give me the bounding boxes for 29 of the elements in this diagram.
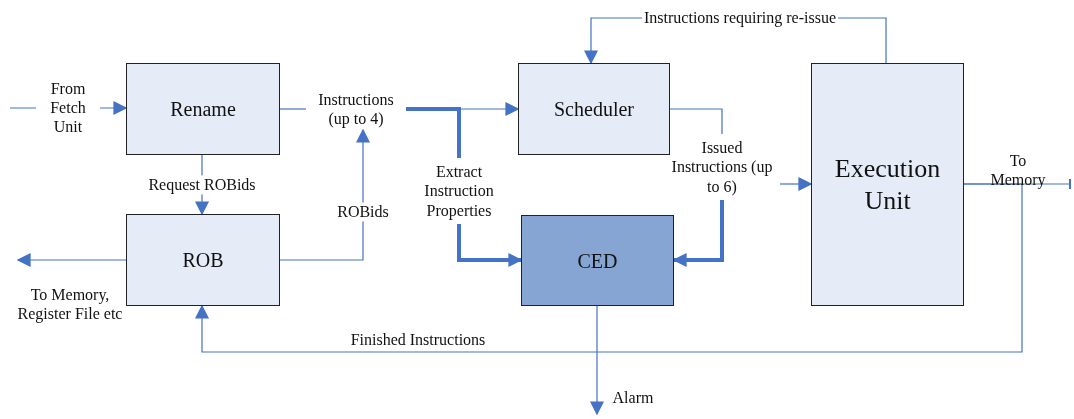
process-box (521, 215, 674, 306)
node-label: ROB (182, 248, 224, 272)
node-label: Instructions (up to 4) (317, 89, 395, 129)
process-box (518, 63, 670, 155)
arrow (457, 224, 523, 267)
edge-label: To Memory, Register File etc (16, 284, 124, 324)
connector-line (669, 108, 723, 135)
process-box (126, 63, 280, 155)
process-box (126, 214, 280, 306)
node-label: Extract Instruction Properties (423, 162, 495, 220)
edge-label: Alarm (611, 388, 655, 408)
node-label: Issued Instructions (up to 6) (670, 138, 774, 196)
arrow (195, 183, 1023, 353)
node-label: Execution Unit (833, 153, 942, 216)
process-box (811, 63, 964, 306)
connector-line (279, 108, 307, 110)
arrow (779, 177, 813, 191)
node-label: Rename (170, 97, 236, 121)
edge-label: Request ROBids (146, 175, 258, 195)
arrow (672, 200, 724, 267)
edge-label: To Memory (989, 150, 1047, 190)
edge-label: Finished Instructions (349, 330, 487, 350)
node-label: Scheduler (554, 97, 634, 121)
node-label: CED (577, 248, 618, 273)
arrow (279, 128, 370, 261)
connector-line (406, 107, 461, 158)
arrow (590, 305, 604, 416)
arrow (16, 253, 127, 267)
edge-label: ROBids (335, 202, 391, 222)
